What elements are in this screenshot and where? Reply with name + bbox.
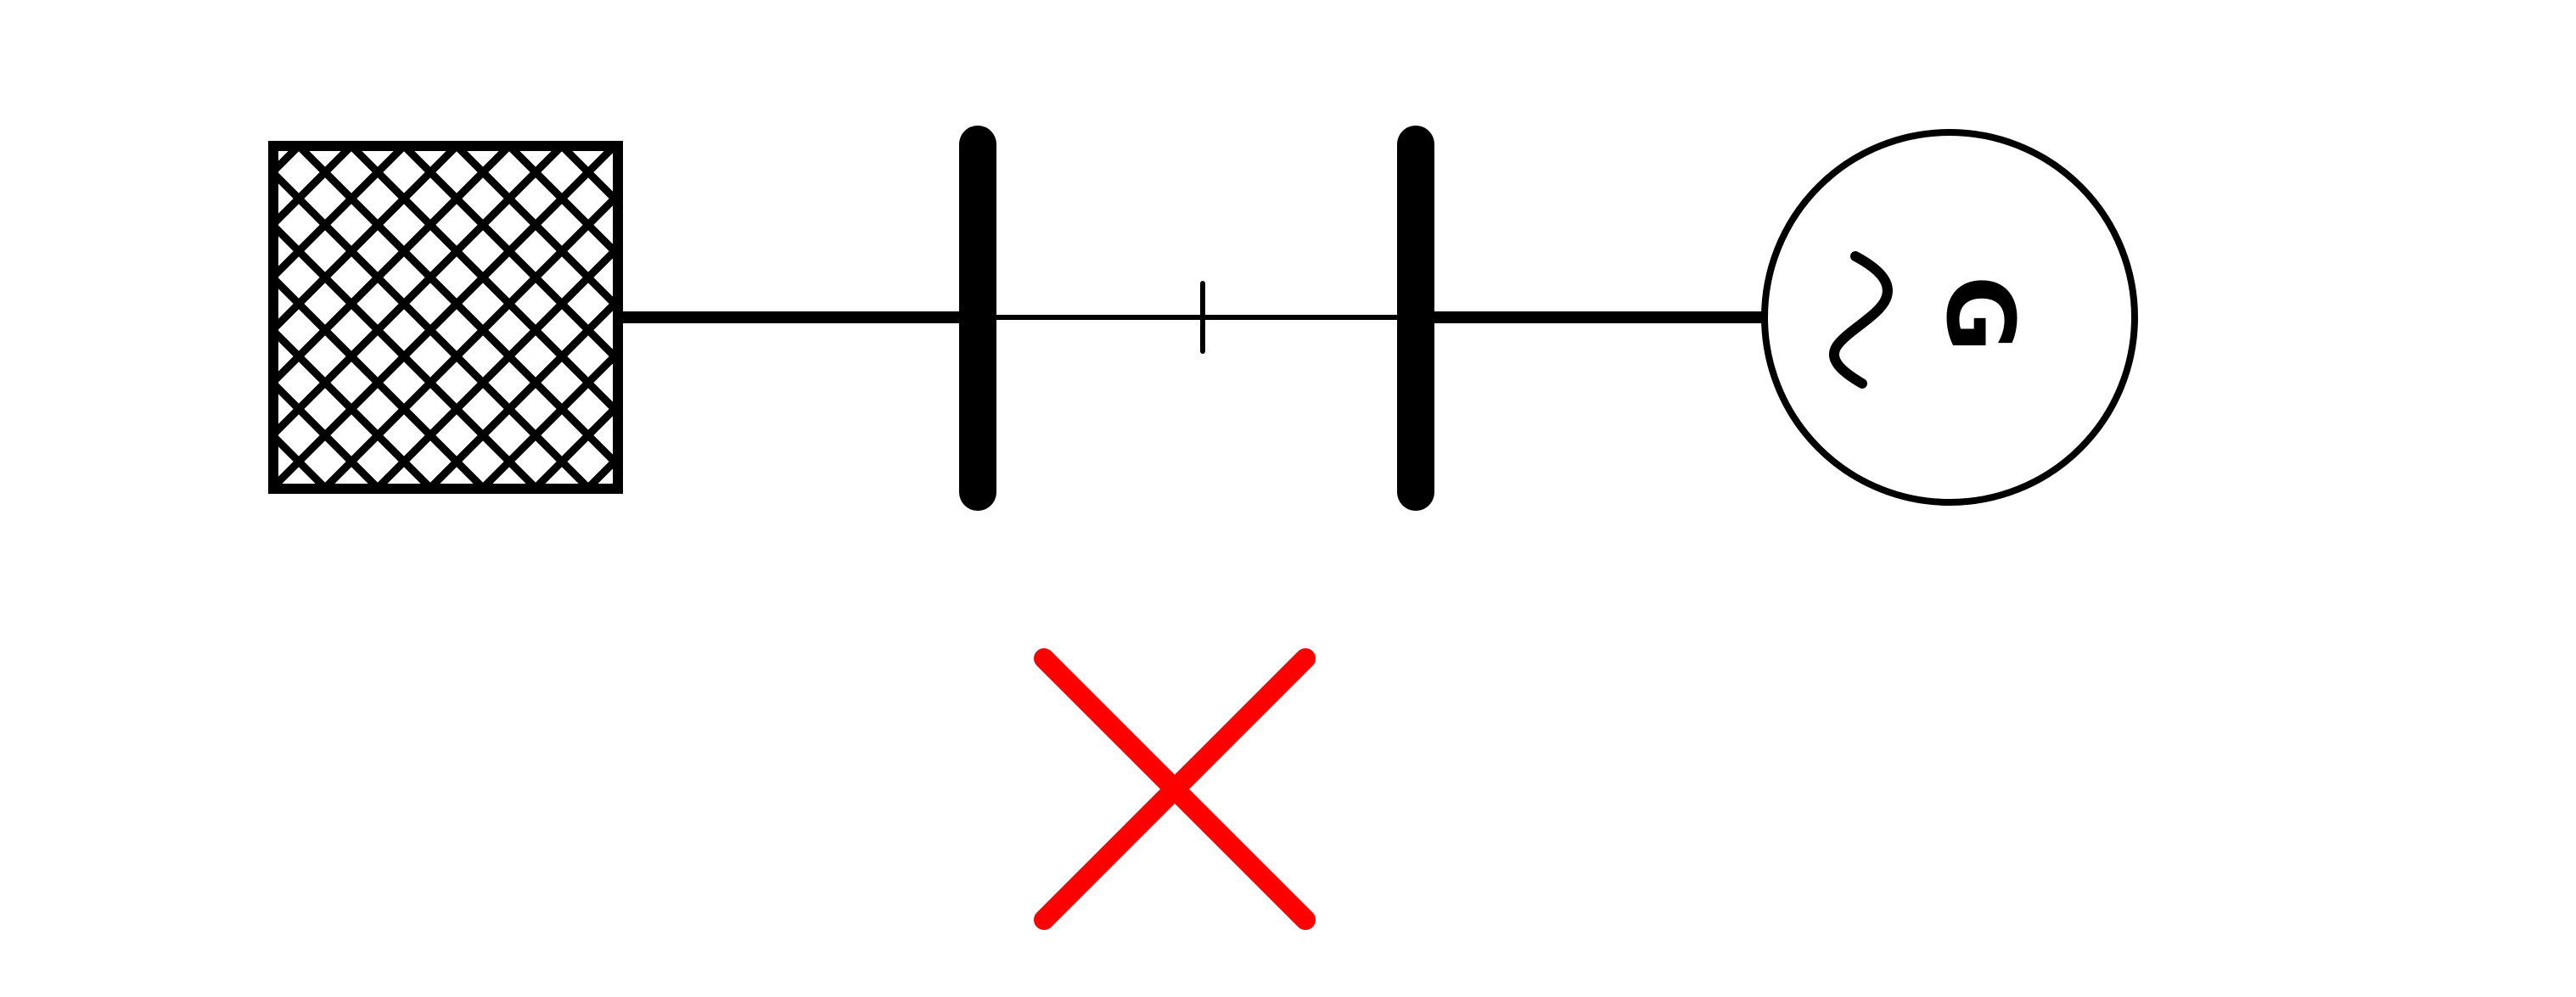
sine-wave-icon	[1829, 251, 1893, 389]
hatch-line	[273, 146, 618, 489]
hatch-line	[273, 378, 384, 489]
hatch-pattern	[0, 146, 618, 489]
hatch-line	[273, 146, 515, 388]
hatch-line	[273, 220, 542, 489]
hatch-line	[0, 146, 36, 489]
hatch-line	[273, 272, 490, 489]
hatch-line	[273, 146, 357, 230]
hatch-line	[0, 146, 141, 489]
hatch-line	[273, 146, 410, 283]
hatch-line	[476, 347, 618, 489]
hatch-line	[273, 325, 437, 489]
hatch-line	[273, 146, 463, 335]
hatch-line	[273, 167, 595, 489]
hatch-line	[273, 483, 279, 489]
hatch-line	[424, 294, 618, 489]
hatch-line	[345, 146, 618, 418]
hatch-line	[0, 146, 88, 489]
generator-icon: G	[1761, 129, 2138, 506]
hatch-line	[398, 146, 618, 366]
hatch-line	[451, 146, 618, 313]
hatch-line	[318, 189, 618, 489]
hatch-line	[273, 146, 305, 177]
red-x-icon	[1034, 648, 1316, 930]
hatch-line	[0, 146, 194, 489]
red-x-stroke-2	[1034, 648, 1316, 930]
hatch-line	[529, 400, 618, 489]
hatch-line	[503, 146, 618, 260]
generator-circle	[1761, 129, 2138, 506]
hatch-line	[0, 146, 246, 489]
hatch-line	[293, 146, 618, 471]
generator-label: G	[1926, 276, 2034, 352]
hatch-line	[371, 242, 618, 489]
